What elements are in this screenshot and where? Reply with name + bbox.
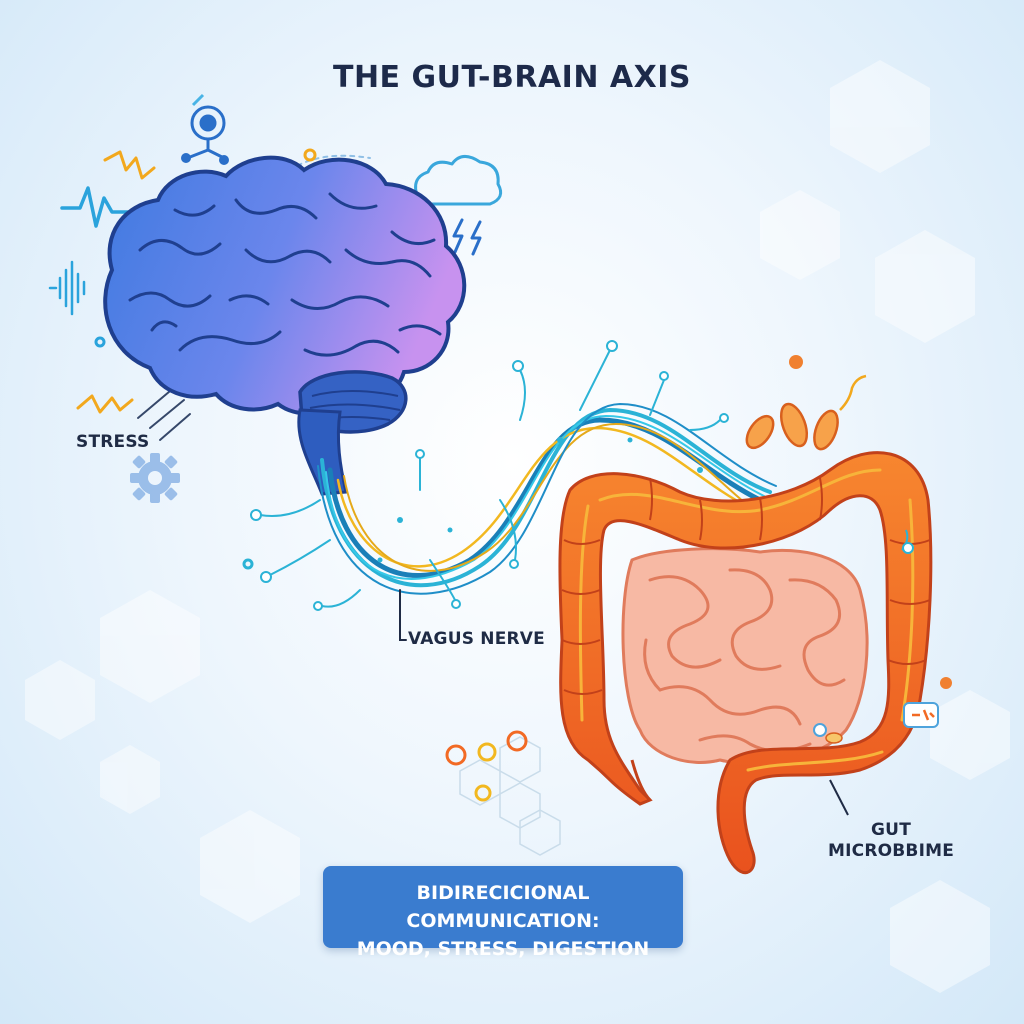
brain-icon [105,158,464,494]
callout-line2: MOOD, STRESS, DIGESTION [323,935,683,963]
page-title: THE GUT-BRAIN AXIS [0,60,1024,95]
gut-microbiome-label: GUT MICROBBIME [828,820,954,863]
gear-icon [130,453,180,503]
gut-microbiome-label-line1: GUT [828,820,954,841]
bacteria-icon [741,376,866,452]
communication-callout: BIDIRECICIONAL COMMUNICATION: MOOD, STRE… [323,866,683,948]
neuron-icon [183,95,228,164]
stress-label: STRESS [76,432,149,453]
callout-line1: BIDIRECICIONAL COMMUNICATION: [323,879,683,935]
small-intestine-icon [623,549,867,764]
gut-microbiome-label-line2: MICROBBIME [828,841,954,862]
vagus-nerve-label: VAGUS NERVE [408,629,545,650]
molecule-outline [460,737,560,855]
